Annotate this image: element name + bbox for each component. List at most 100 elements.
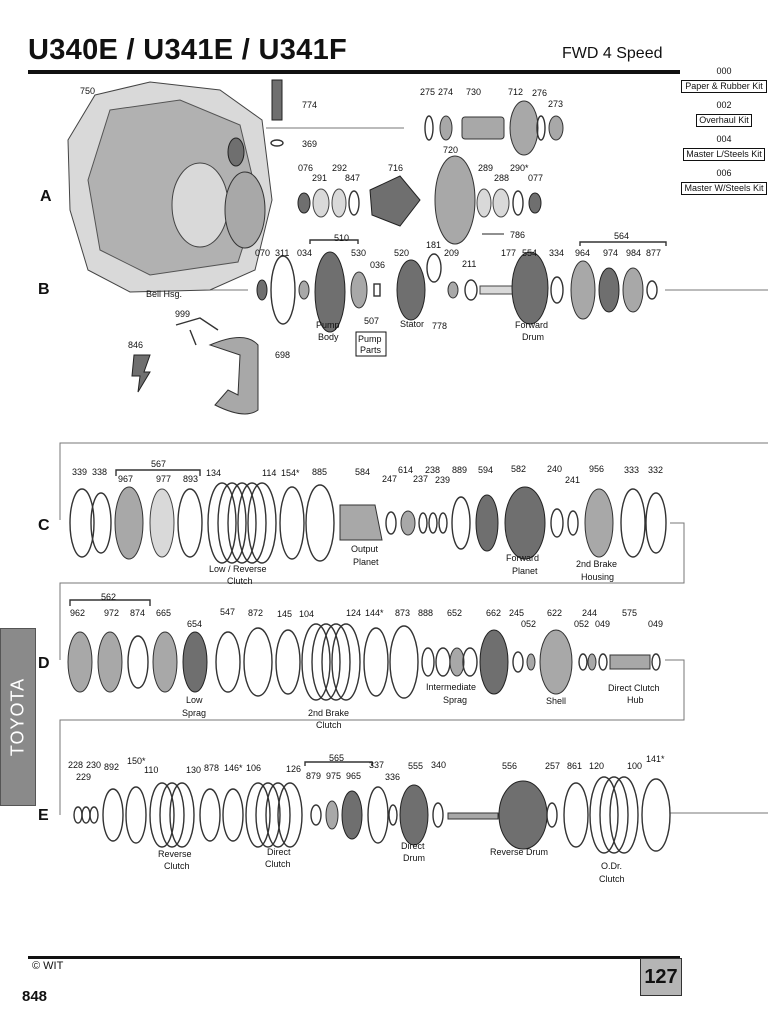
part-number: 291 <box>312 173 327 183</box>
description-output-planet: Output <box>351 544 379 554</box>
part-number: 120 <box>589 761 604 771</box>
row-e-parts <box>73 776 671 854</box>
kit-name: Master W/Steels Kit <box>681 182 767 195</box>
kit-list: 000 Paper & Rubber Kit 002 Overhaul Kit … <box>680 66 768 202</box>
part-number: 241 <box>565 475 580 485</box>
kit-item: 004 Master L/Steels Kit <box>680 134 768 162</box>
part-number: 564 <box>614 231 629 241</box>
description-odr-clutch: O.Dr. <box>601 861 622 871</box>
part-number: 520 <box>394 248 409 258</box>
part-number: 311 <box>275 248 289 258</box>
part-number: 846 <box>128 340 143 350</box>
description-stator: Stator <box>400 319 424 329</box>
part-number: 245 <box>509 608 524 618</box>
description-direct-drum: Direct <box>401 841 425 851</box>
part-number: 340 <box>431 760 446 770</box>
part-descriptions: Bell Hsg. Pump Body Pump Parts Stator Fo… <box>146 289 660 884</box>
description-forward-drum: Drum <box>522 332 544 342</box>
part-number: 247 <box>382 474 397 484</box>
kit-name: Paper & Rubber Kit <box>681 80 767 93</box>
part-number: 965 <box>346 771 361 781</box>
description-odr-clutch: Clutch <box>599 874 625 884</box>
kit-code: 000 <box>716 66 732 76</box>
part-numbers-row-e: 228 230 229 892 150* 110 130 878 146* 10… <box>68 753 665 782</box>
kit-code: 006 <box>716 168 732 178</box>
part-number: 338 <box>92 467 107 477</box>
header-divider <box>28 70 680 74</box>
part-number: 114 <box>262 468 276 478</box>
part-number: 333 <box>624 465 639 475</box>
description-pump-parts: Pump <box>358 334 382 344</box>
part-number: 977 <box>156 474 171 484</box>
part-number: 774 <box>302 100 317 110</box>
copyright: © WIT <box>32 960 64 972</box>
description-reverse-clutch: Reverse <box>158 849 192 859</box>
part-number: 879 <box>306 771 321 781</box>
description-pump-parts: Parts <box>360 345 382 355</box>
part-number: 177 <box>501 248 516 258</box>
description-direct-clutch: Direct <box>267 847 291 857</box>
description-forward-planet: Forward <box>506 553 539 563</box>
part-number: 126 <box>286 764 301 774</box>
part-number: 614 <box>398 465 413 475</box>
bracket-illustration <box>131 317 259 415</box>
part-number: 141* <box>646 754 665 764</box>
kit-item: 000 Paper & Rubber Kit <box>680 66 768 94</box>
differential-group <box>297 155 542 245</box>
description-bell-housing: Bell Hsg. <box>146 289 182 299</box>
kit-name: Master L/Steels Kit <box>683 148 765 161</box>
description-pump-body: Pump <box>316 320 340 330</box>
kit-name: Overhaul Kit <box>696 114 752 127</box>
kit-code: 004 <box>716 134 732 144</box>
part-number: 888 <box>418 608 433 618</box>
part-number: 146* <box>224 763 243 773</box>
part-number: 052 <box>521 619 536 629</box>
part-number: 885 <box>312 467 327 477</box>
part-number: 274 <box>438 87 453 97</box>
part-number: 134 <box>206 468 221 478</box>
part-number: 584 <box>355 467 370 477</box>
footer-divider <box>28 956 680 959</box>
description-low-sprag: Low <box>186 695 203 705</box>
part-number: 150* <box>127 756 146 766</box>
part-number: 698 <box>275 350 290 360</box>
part-number: 575 <box>622 608 637 618</box>
speed-sensor-illustration <box>270 79 284 147</box>
part-number: 974 <box>603 248 618 258</box>
description-reverse-clutch: Clutch <box>164 861 190 871</box>
manufacturer-tab: TOYOTA <box>0 628 36 806</box>
group-brackets <box>69 239 667 766</box>
description-2nd-brake-housing: 2nd Brake <box>576 559 617 569</box>
pump-group <box>256 251 658 357</box>
part-number: 211 <box>462 259 476 269</box>
part-number: 847 <box>345 173 360 183</box>
part-number: 288 <box>494 173 509 183</box>
description-pump-body: Body <box>318 332 339 342</box>
part-number: 530 <box>351 248 366 258</box>
part-number: 892 <box>104 762 119 772</box>
part-number: 240 <box>547 464 562 474</box>
part-number: 716 <box>388 163 403 173</box>
row-d-parts <box>67 623 661 701</box>
kit-item: 002 Overhaul Kit <box>680 100 768 128</box>
part-number: 181 <box>426 240 441 250</box>
part-number: 337 <box>369 760 384 770</box>
part-number: 975 <box>326 771 341 781</box>
part-number: 507 <box>364 316 379 326</box>
description-direct-clutch-hub: Hub <box>627 695 644 705</box>
part-number: 332 <box>648 465 663 475</box>
part-number: 275 <box>420 87 435 97</box>
part-number: 229 <box>76 772 91 782</box>
description-low-sprag: Sprag <box>182 708 206 718</box>
part-number: 893 <box>183 474 198 484</box>
part-number: 100 <box>627 761 642 771</box>
part-number: 104 <box>299 609 314 619</box>
part-number: 238 <box>425 465 440 475</box>
part-number: 336 <box>385 772 400 782</box>
description-direct-clutch-hub: Direct Clutch <box>608 683 660 693</box>
part-number: 873 <box>395 608 410 618</box>
part-number: 730 <box>466 87 481 97</box>
part-number: 874 <box>130 608 145 618</box>
part-number: 289 <box>478 163 493 173</box>
